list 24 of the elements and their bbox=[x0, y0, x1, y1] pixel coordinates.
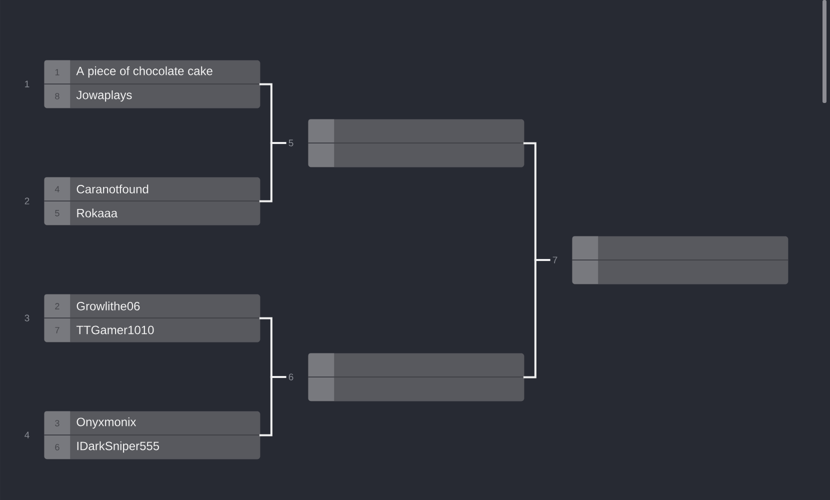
bracket-connector bbox=[523, 259, 550, 378]
player-name: Onyxmonix bbox=[76, 417, 136, 429]
match-number: 4 bbox=[24, 432, 30, 438]
player-name: Growlithe06 bbox=[76, 302, 140, 310]
player-name: Rokaaa bbox=[77, 208, 118, 218]
seed-cell bbox=[308, 353, 334, 378]
seed-cell bbox=[308, 377, 334, 401]
seed-cell bbox=[572, 236, 598, 260]
player-name: A piece of chocolate cake bbox=[76, 66, 212, 78]
bracket-connector bbox=[259, 376, 286, 436]
match-number: 2 bbox=[24, 198, 30, 204]
bracket-connector bbox=[259, 142, 286, 202]
match-number: 1 bbox=[25, 80, 30, 88]
match-number: 3 bbox=[24, 314, 30, 322]
match-number: 5 bbox=[288, 140, 294, 146]
seed-cell bbox=[308, 119, 334, 144]
player-name: TTGamer1010 bbox=[76, 326, 154, 334]
player-name: Caranotfound bbox=[76, 184, 148, 194]
player-name: IDarkSniper555 bbox=[77, 441, 160, 453]
match-number: 7 bbox=[552, 256, 558, 264]
seed-cell bbox=[308, 143, 334, 167]
seed-cell bbox=[572, 260, 598, 284]
match-number: 6 bbox=[288, 374, 294, 380]
player-name: Jowaplays bbox=[76, 90, 132, 102]
